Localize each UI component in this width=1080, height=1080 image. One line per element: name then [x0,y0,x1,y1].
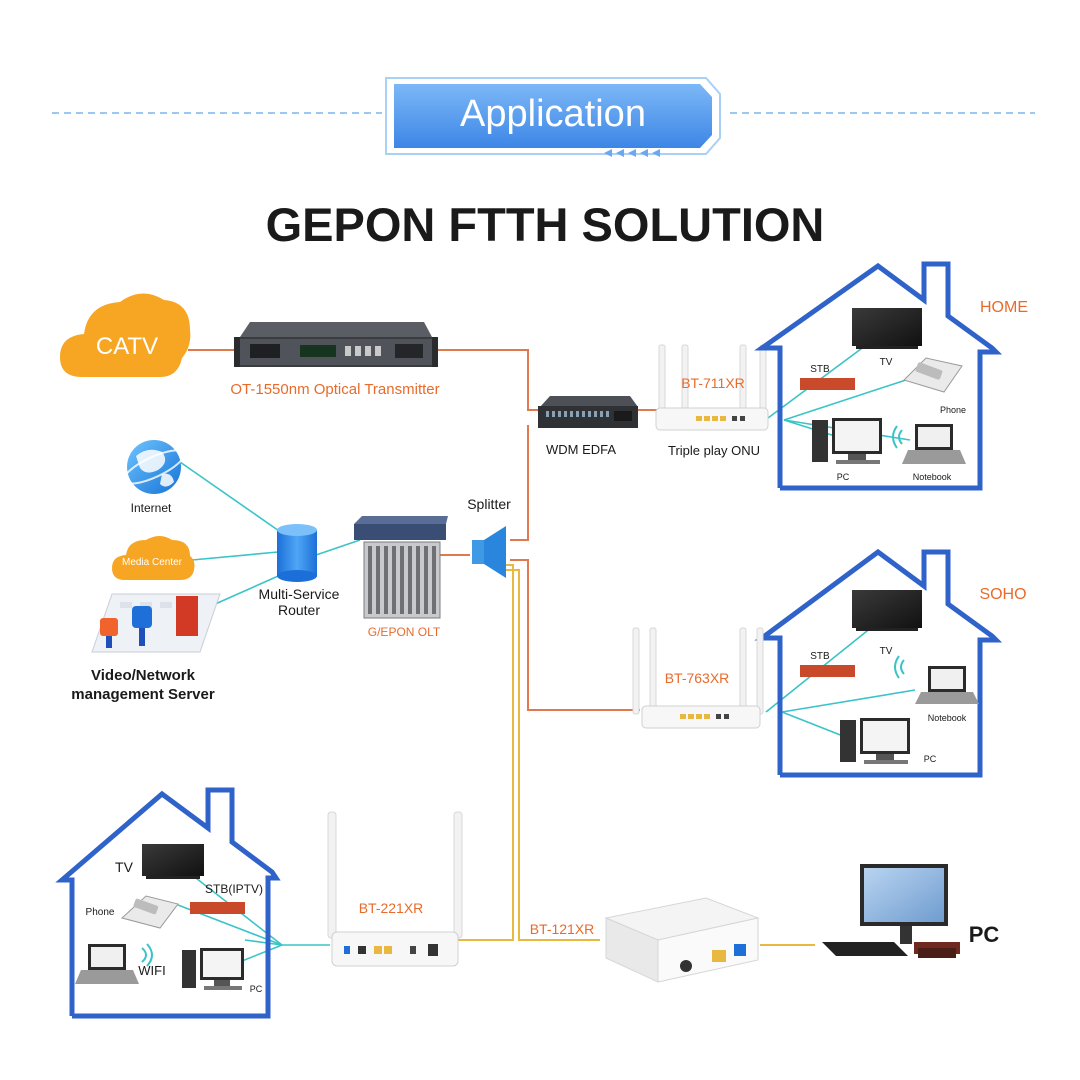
apt-notebook-icon [75,944,139,984]
media-center-cloud: Media Center [112,536,195,580]
onu-711-caption: Triple play ONU [668,443,760,458]
soho-tv-icon [852,590,922,628]
soho-stb-icon [800,665,855,677]
apt-tv-label: TV [115,859,134,875]
ethernet-lines [455,564,815,946]
media-center-label: Media Center [122,557,183,568]
apt-wifi-icon [141,943,153,967]
soho-wifi-icon [894,655,905,679]
soho-notebook-icon [915,666,979,704]
soho-pc-label: PC [924,754,937,764]
onu-bt221xr: BT-221XR [327,811,463,967]
onu-221-label: BT-221XR [359,900,424,916]
page-title: GEPON FTTH SOLUTION [266,198,825,251]
apt-phone-label: Phone [86,907,115,918]
home-notebook-label: Notebook [913,472,952,482]
soho-stb-label: STB [810,651,830,662]
olt-chassis: G/EPON OLT [354,516,448,639]
home-stb-icon [800,378,855,390]
catv-label: CATV [96,333,158,360]
onu-bt763xr: BT-763XR [632,627,764,729]
home-wifi-icon [892,425,903,449]
router-cylinder-icon [277,524,317,582]
home-pc-label: PC [837,472,850,482]
soho-house: SOHO TV STB Notebook PC [754,548,1027,778]
server-label-line2: management Server [71,686,215,703]
onu-bt711xr: BT-711XR Triple play ONU [655,344,769,458]
splitter-label: Splitter [467,496,511,512]
home-label: HOME [980,299,1028,316]
apt-pc-label: PC [250,984,263,994]
onu-121-label: BT-121XR [530,921,595,937]
soho-notebook-label: Notebook [928,713,967,723]
onu-763-label: BT-763XR [665,670,730,686]
router-label-line1: Multi-Service [259,586,340,602]
application-badge: Application [385,77,721,157]
lan-lines [177,339,916,966]
chevrons-icon [604,149,660,157]
edfa-label: WDM EDFA [546,442,616,457]
wdm-edfa: WDM EDFA [538,396,638,457]
badge-label: Application [460,93,646,135]
home-house: HOME TV STB Phone PC No [754,261,1028,491]
splitter-icon [472,526,506,578]
home-pc-icon [812,418,882,464]
transmitter-label: OT-1550nm Optical Transmitter [230,381,439,398]
internet-globe-icon [122,440,186,494]
apt-stb-label: STB(IPTV) [205,882,263,896]
onu-bt121xr: BT-121XR [530,897,760,983]
apt-wifi-label: WIFI [138,963,165,978]
fiber-lines [188,349,665,711]
standalone-pc-icon [822,864,960,958]
home-notebook-icon [902,424,966,464]
server-label-line1: Video/Network [91,667,196,684]
home-stb-label: STB [810,364,830,375]
apt-phone-icon [120,895,179,929]
apartment-house: TV STB(IPTV) Phone WIFI PC [55,787,281,1019]
home-tv-icon [852,308,922,346]
router-label-line2: Router [278,602,320,618]
home-tv-label: TV [880,357,893,368]
apt-stb-icon [190,902,245,914]
apt-tv-icon [142,844,204,876]
olt-label: G/EPON OLT [368,625,441,639]
management-server-icon [91,593,221,653]
home-phone-label: Phone [940,405,966,415]
soho-label: SOHO [979,586,1026,603]
onu-711-label: BT-711XR [681,375,745,391]
optical-transmitter: OT-1550nm Optical Transmitter [230,322,440,398]
internet-label: Internet [131,501,172,515]
soho-pc-icon [840,718,910,764]
soho-tv-label: TV [880,646,893,657]
home-phone-icon [903,357,963,393]
apt-pc-icon [182,948,244,990]
standalone-pc-label: PC [969,922,1000,947]
catv-cloud: CATV [60,293,191,377]
